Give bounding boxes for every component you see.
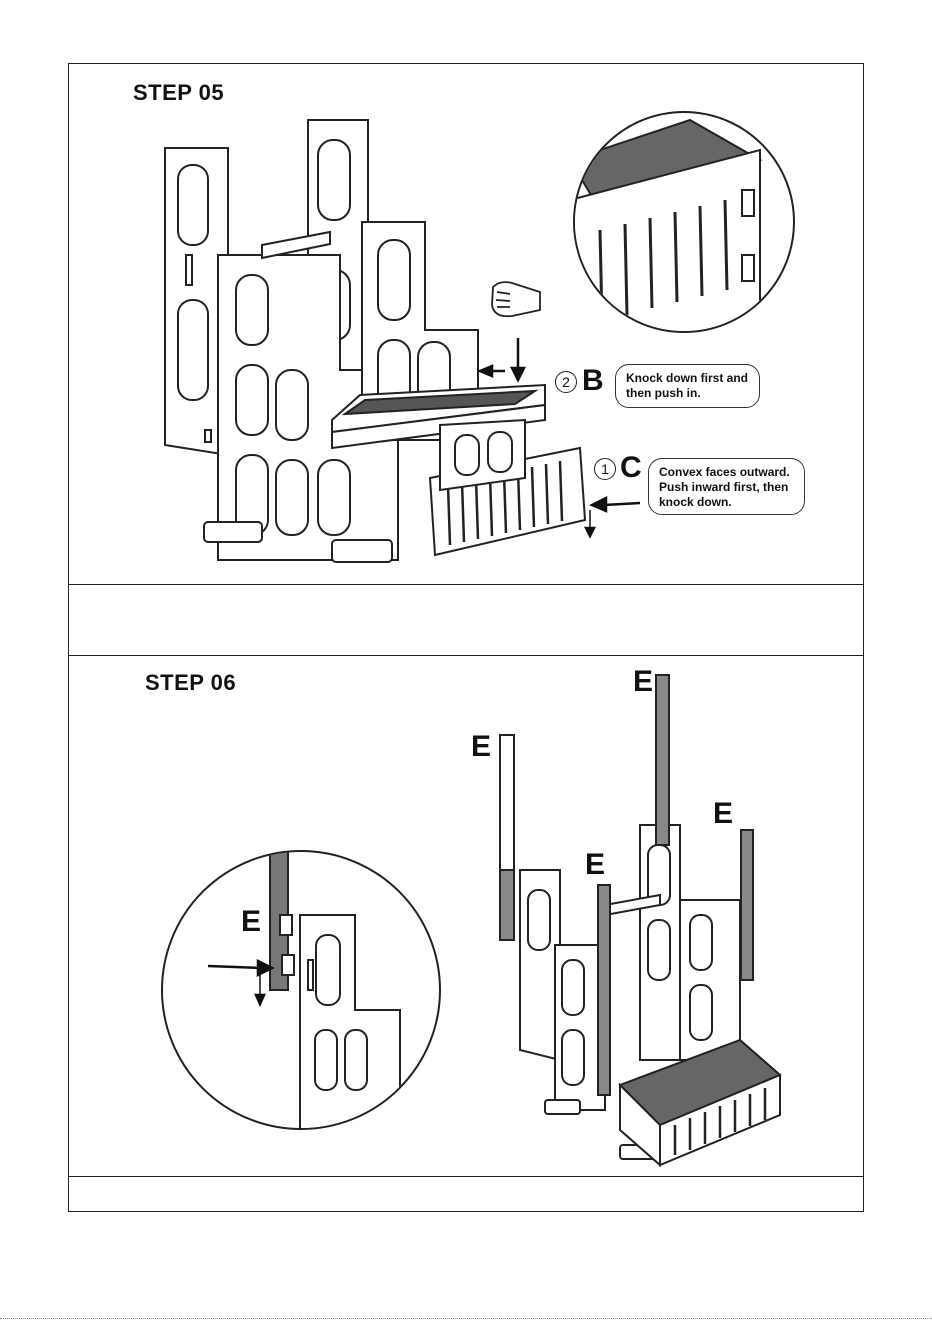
page-bottom-dotted-line: [0, 1318, 932, 1319]
detail-label-e: E: [241, 905, 261, 939]
rail-label-e-top: E: [633, 665, 653, 699]
rail-e-middle: [598, 885, 610, 1095]
rail-label-e-right: E: [713, 797, 733, 831]
rail-label-e-left: E: [471, 730, 491, 764]
rail-e-right: [741, 830, 753, 980]
rail-label-e-middle: E: [585, 848, 605, 882]
rail-e-top: [656, 675, 669, 845]
step6-detail-circle: [162, 840, 440, 1140]
